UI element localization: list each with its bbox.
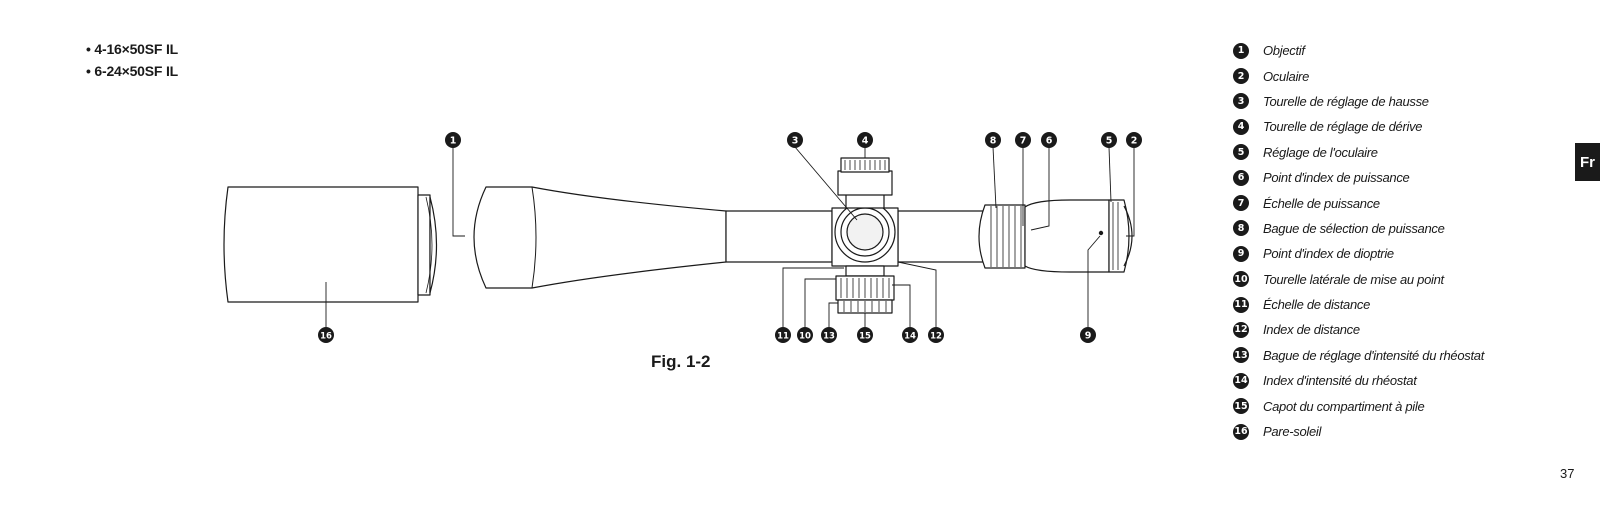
legend-number: 7 [1233,195,1249,212]
legend-label: Index de distance [1263,322,1360,338]
svg-text:10: 10 [799,332,811,342]
legend-label: Tourelle latérale de mise au point [1263,271,1444,287]
power-ring-drawing [978,204,1030,269]
legend-number: 1 [1233,42,1249,59]
legend-label: Index d'intensité du rhéostat [1263,373,1417,389]
legend-label: Réglage de l'oculaire [1263,144,1378,160]
legend-item: 14 Index d'intensité du rhéostat [1233,368,1484,393]
callout-1: 1 [445,132,461,148]
legend-item: 3 Tourelle de réglage de hausse [1233,89,1484,114]
callout-11: 11 [775,327,791,343]
legend-item: 2 Oculaire [1233,63,1484,88]
legend-item: 9 Point d'index de dioptrie [1233,241,1484,266]
legend-item: 7 Échelle de puissance [1233,190,1484,215]
legend-label: Tourelle de réglage de dérive [1263,119,1423,135]
model-item: • 6-24×50SF IL [86,63,178,79]
legend-label: Bague de sélection de puissance [1263,220,1445,236]
legend-label: Échelle de distance [1263,297,1371,313]
svg-text:7: 7 [1020,136,1027,147]
model-item: • 4-16×50SF IL [86,41,178,57]
legend-item: 8 Bague de sélection de puissance [1233,216,1484,241]
callout-6: 6 [1041,132,1057,148]
side-focus-turret-drawing [835,265,895,314]
legend-label: Point d'index de dioptrie [1263,246,1394,262]
callout-13: 13 [821,327,837,343]
svg-text:8: 8 [990,136,997,147]
svg-text:9: 9 [1085,331,1092,342]
legend-number: 15 [1233,398,1249,415]
svg-text:15: 15 [859,332,871,342]
figure-caption: Fig. 1-2 [651,352,711,371]
svg-text:12: 12 [930,332,942,342]
legend-item: 1 Objectif [1233,38,1484,63]
legend-item: 15 Capot du compartiment à pile [1233,393,1484,418]
legend-item: 11 Échelle de distance [1233,292,1484,317]
eyepiece-drawing [1024,199,1110,273]
svg-text:1: 1 [450,136,457,147]
legend-item: 16 Pare-soleil [1233,419,1484,444]
legend-label: Échelle de puissance [1263,195,1380,211]
legend-number: 13 [1233,347,1249,364]
rear-tube-drawing [897,210,986,263]
legend-number: 16 [1233,423,1249,440]
callout-10: 10 [797,327,813,343]
svg-text:3: 3 [792,136,799,147]
legend-number: 3 [1233,93,1249,110]
callout-2: 2 [1126,132,1142,148]
legend-number: 12 [1233,321,1249,338]
legend-number: 5 [1233,144,1249,161]
callout-9: 9 [1080,327,1096,343]
objective-bell-drawing [473,186,727,289]
svg-text:16: 16 [320,332,332,342]
legend-item: 5 Réglage de l'oculaire [1233,140,1484,165]
legend-label: Bague de réglage d'intensité du rhéostat [1263,347,1485,363]
callout-15: 15 [857,327,873,343]
legend-label: Tourelle de réglage de hausse [1263,93,1429,109]
language-tab: Fr [1575,143,1600,181]
legend-number: 8 [1233,220,1249,237]
svg-text:6: 6 [1046,136,1053,147]
svg-text:13: 13 [823,332,835,342]
callout-14: 14 [902,327,918,343]
callout-12: 12 [928,327,944,343]
legend-label: Point d'index de puissance [1263,170,1410,186]
callout-3: 3 [787,132,803,148]
legend-item: 4 Tourelle de réglage de dérive [1233,114,1484,139]
legend-label: Oculaire [1263,68,1310,84]
windage-turret-drawing [837,157,893,209]
legend-label: Objectif [1263,43,1305,59]
sunshade-drawing [223,186,438,303]
legend-label: Pare-soleil [1263,424,1322,440]
svg-text:14: 14 [904,332,916,342]
legend-item: 6 Point d'index de puissance [1233,165,1484,190]
callout-7: 7 [1015,132,1031,148]
legend-item: 10 Tourelle latérale de mise au point [1233,267,1484,292]
page-number: 37 [1560,466,1575,481]
callout-4: 4 [857,132,873,148]
legend-number: 14 [1233,372,1249,389]
legend-number: 4 [1233,118,1249,135]
legend-number: 9 [1233,245,1249,262]
svg-text:4: 4 [862,136,869,147]
legend-number: 11 [1233,296,1249,313]
callout-16: 16 [318,327,334,343]
legend-item: 13 Bague de réglage d'intensité du rhéost… [1233,343,1484,368]
svg-text:2: 2 [1131,136,1138,147]
legend-label: Capot du compartiment à pile [1263,398,1425,414]
callout-8: 8 [985,132,1001,148]
legend-item: 12 Index de distance [1233,317,1484,342]
model-list: • 4-16×50SF IL • 6-24×50SF IL [86,38,178,82]
legend-number: 6 [1233,169,1249,186]
main-tube-drawing [725,210,833,263]
svg-text:5: 5 [1106,136,1113,147]
callout-5: 5 [1101,132,1117,148]
svg-text:11: 11 [777,332,789,342]
legend-number: 2 [1233,68,1249,85]
legend-number: 10 [1233,271,1249,288]
